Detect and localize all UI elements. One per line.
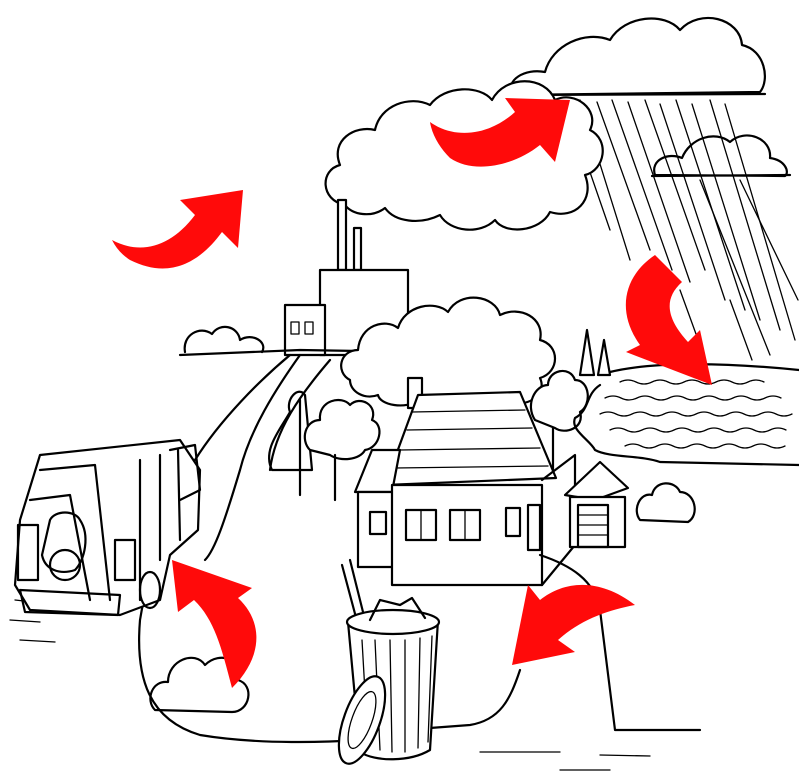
arrow-ground-to-air <box>112 190 243 268</box>
lake <box>574 364 799 465</box>
arrow-runoff-to-yard <box>512 585 635 665</box>
arrow-rain-to-lake <box>626 255 712 385</box>
trash-can <box>329 560 439 769</box>
garbage-truck <box>15 440 200 615</box>
